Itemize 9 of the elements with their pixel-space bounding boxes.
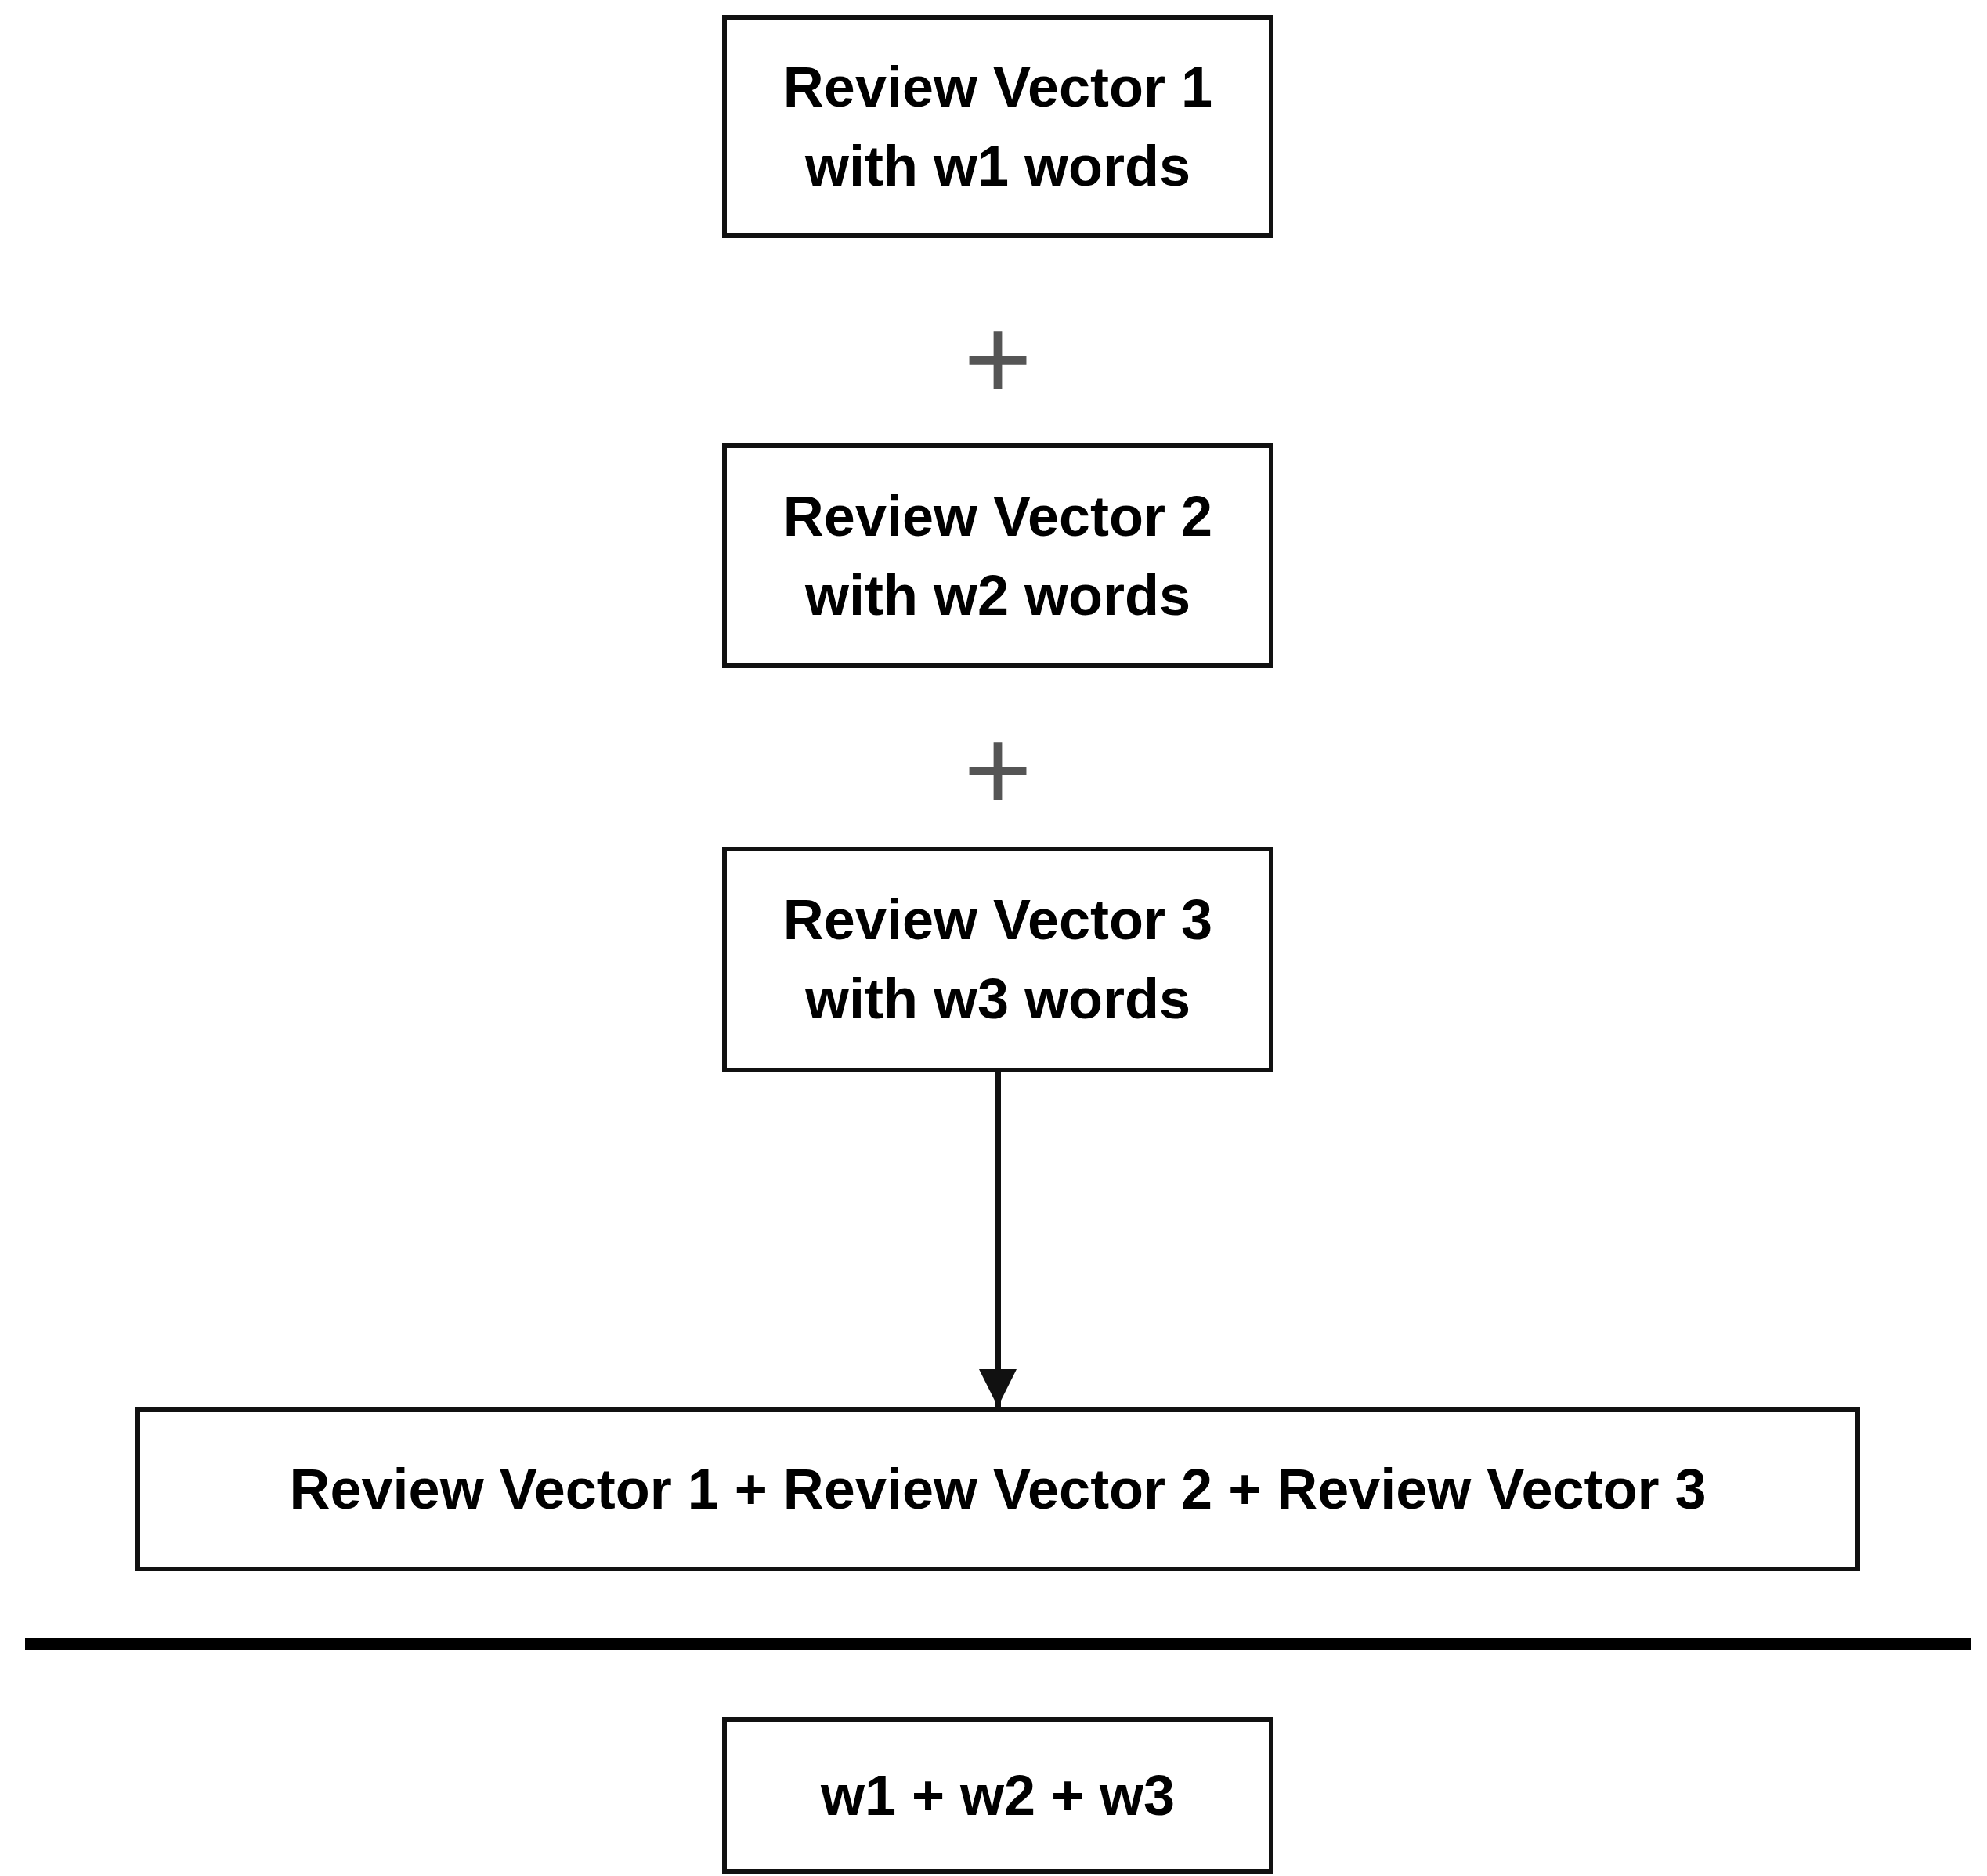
arrow [979, 1072, 1017, 1407]
process-box: Review Vector 1 + Review Vector 2 + Review Vector 3 [135, 1407, 1860, 1571]
process-box: Review Vector 2 with w2 words [722, 443, 1273, 668]
process-box: Review Vector 3 with w3 words [722, 847, 1273, 1072]
fraction-bar [25, 1638, 1971, 1650]
plus-sign: + [963, 300, 1032, 417]
process-box: w1 + w2 + w3 [722, 1717, 1273, 1874]
plus-sign: + [963, 710, 1032, 828]
process-box: Review Vector 1 with w1 words [722, 15, 1273, 238]
